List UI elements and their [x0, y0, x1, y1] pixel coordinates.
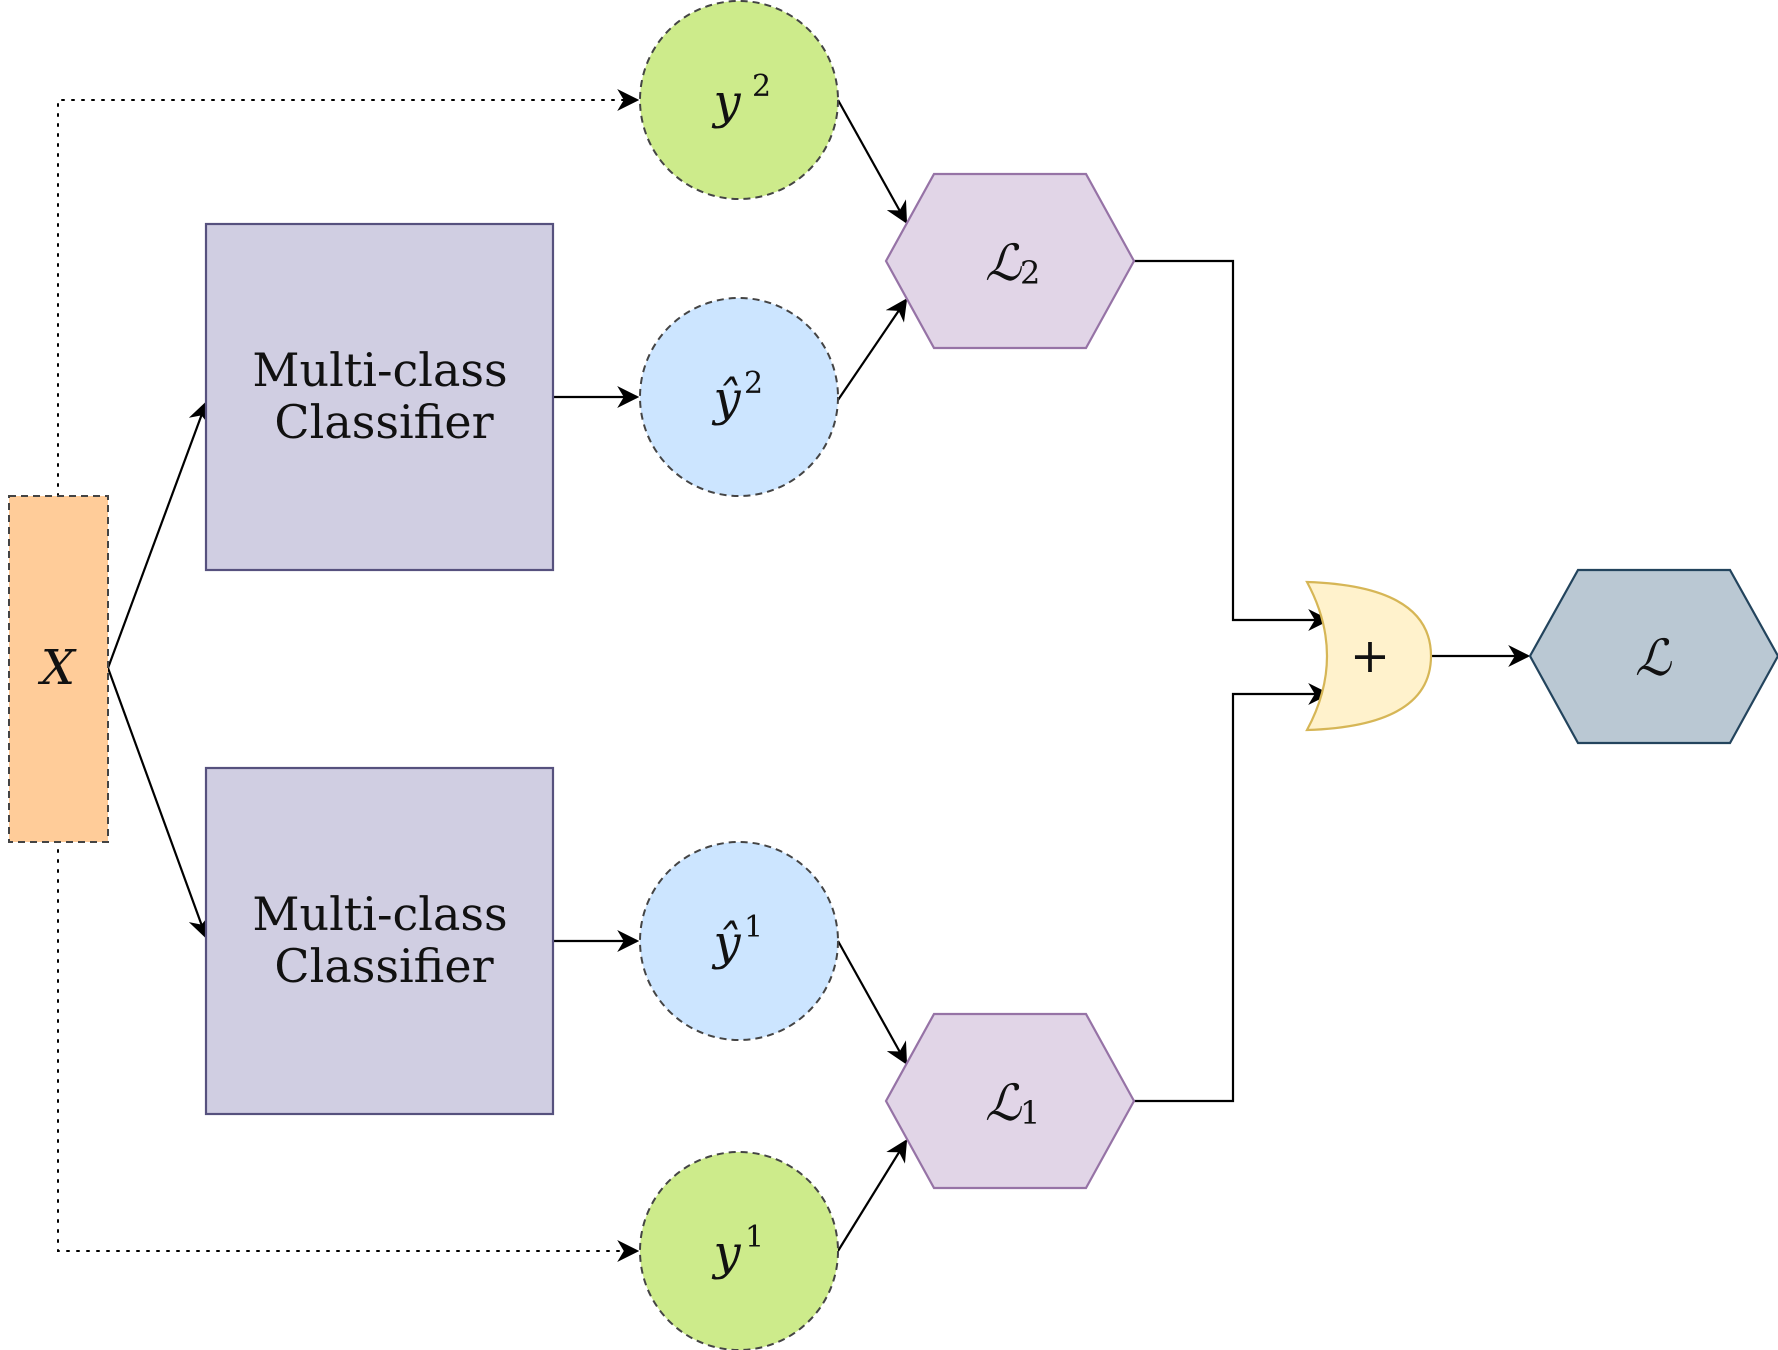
edge-l2-to-sum [1134, 259, 1331, 631]
classifier-top-label-line2: Classifier [274, 395, 493, 449]
yhat2-base: ŷ [711, 371, 741, 427]
edge-x-to-y1 [57, 839, 640, 1262]
l2-base: ℒ [985, 234, 1022, 292]
l2-subscript: 2 [1020, 254, 1040, 292]
prediction-node-yhat1: ŷ 1 [639, 841, 839, 1041]
classifier-top: Multi-class Classifier [204, 222, 555, 572]
total-loss-node: ℒ [1528, 568, 1778, 745]
edge-yhat2-to-l2 [837, 298, 908, 401]
classifier-bottom-label-line1: Multi-class [252, 887, 507, 941]
edge-yhat1-to-l1 [837, 940, 908, 1065]
edge-y2-to-l2 [837, 99, 908, 224]
edge-x-to-classifier-top [106, 400, 210, 669]
l1-base: ℒ [985, 1074, 1022, 1132]
l1-subscript: 1 [1020, 1094, 1040, 1132]
y2-base: y [711, 74, 741, 130]
input-x-label: X [37, 640, 77, 696]
classifier-bottom-label-line2: Classifier [274, 939, 493, 993]
loss-node-l1: ℒ 1 [884, 1012, 1136, 1190]
y1-superscript: 1 [745, 1220, 764, 1255]
yhat2-superscript: 2 [744, 366, 763, 401]
y1-base: y [711, 1225, 741, 1281]
edge-x-to-classifier-bottom [106, 667, 210, 940]
yhat1-base: ŷ [711, 915, 741, 971]
edge-y1-to-l1 [837, 1139, 908, 1252]
total-loss-label: ℒ [1635, 629, 1672, 687]
target-node-y1: y 1 [639, 1151, 839, 1350]
classifier-bottom: Multi-class Classifier [204, 766, 555, 1116]
sum-symbol: + [1350, 628, 1390, 684]
y2-superscript: 2 [752, 69, 771, 104]
classifier-top-label-line1: Multi-class [252, 343, 507, 397]
sum-node: + [1305, 580, 1433, 732]
edge-x-to-y2 [57, 89, 640, 497]
yhat1-superscript: 1 [744, 910, 763, 945]
target-node-y2: y 2 [639, 0, 839, 200]
input-node-x: X [8, 495, 109, 843]
edge-l1-to-sum [1134, 683, 1331, 1103]
prediction-node-yhat2: ŷ 2 [639, 297, 839, 497]
loss-node-l2: ℒ 2 [884, 172, 1136, 350]
